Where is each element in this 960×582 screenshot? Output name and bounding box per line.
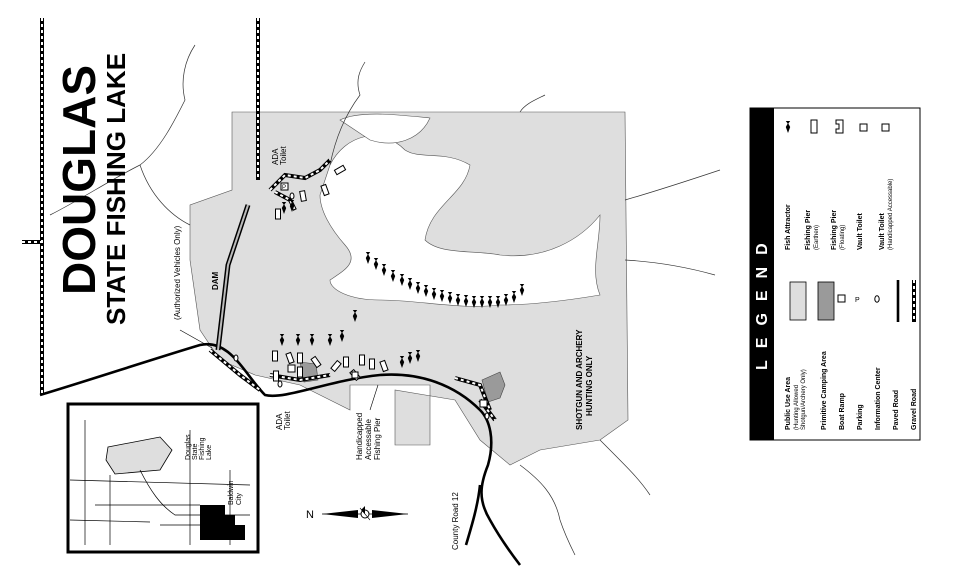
inset-map: Douglas State Fishing Lake Baldwin City (66, 402, 260, 554)
handicapped-pier-2: Accessable (364, 419, 373, 460)
facility-icons: P (233, 182, 490, 420)
handicapped-pier-1: Handicapped (355, 413, 364, 460)
north-label: N (306, 509, 314, 521)
ada-toilet-bottom-1: ADA (275, 413, 284, 430)
legend-public-use-note2: Shotgun/Archery Only) (801, 369, 807, 430)
legend-pier-floating: Fishing Pier (831, 210, 838, 250)
legend-paved-road: Paved Road (893, 390, 900, 430)
shotgun-label-1: SHOTGUN AND ARCHERY (575, 329, 584, 430)
lake-north-arm (339, 113, 431, 144)
ada-toilet-bottom-2: Toilet (283, 411, 292, 430)
compass-icon (322, 506, 408, 521)
legend-boat-ramp: Boat Ramp (839, 393, 846, 430)
inset-lake-4: Lake (206, 445, 213, 460)
county-road-label: County Road 12 (451, 492, 460, 550)
lake-water (319, 135, 601, 307)
map-subtitle: STATE FISHING LAKE (101, 53, 131, 325)
legend-gravel-road: Gravel Road (911, 389, 918, 430)
inset-lake-2: State (192, 444, 199, 460)
legend-pier-earthen: Fishing Pier (805, 210, 812, 250)
legend-title: LEGEND (754, 231, 771, 370)
creeks (49, 44, 721, 556)
legend-info-center: Information Center (875, 367, 882, 430)
pier-icon (810, 119, 818, 134)
legend-pier-earthen-note: (Earthen) (814, 225, 820, 250)
legend-public-use-note1: (Hunting Allowed (794, 385, 800, 430)
handicapped-pier-3: Fishing Pier (373, 417, 382, 460)
inset-lake-1: Douglas (185, 434, 192, 460)
legend-swatch-camping (817, 281, 835, 321)
parking-icon: P (855, 297, 860, 304)
authorized-vehicles-label: (Authorized Vehicles Only) (173, 225, 182, 320)
inset-city-2: City (236, 492, 243, 505)
legend-pier-floating-note: (Floating) (840, 225, 846, 250)
svg-text:P: P (282, 185, 286, 191)
legend-parking: Parking (857, 404, 864, 430)
boat-ramp-icon (837, 294, 846, 303)
inset-city-1: Baldwin (228, 480, 235, 505)
dam-label: DAM (211, 271, 220, 290)
legend-camping: Primitive Camping Area (821, 351, 828, 430)
ada-toilet-top-1: ADA (271, 148, 280, 165)
gravel-roads (22, 18, 497, 422)
map-title: DOUGLAS (53, 65, 105, 295)
legend-vault-toilet-ada: Vault Toilet (879, 213, 886, 250)
shotgun-label-2: HUNTING ONLY (585, 355, 594, 416)
ada-toilet-top-2: Toilet (279, 146, 288, 165)
legend-swatch-public (789, 281, 807, 321)
legend-public-use: Public Use Area (785, 377, 792, 430)
ada-toilet-icon (881, 123, 890, 132)
toilet-icon (859, 123, 868, 132)
inset-lake-3: Fishing (199, 437, 206, 460)
legend-fish-attractor: Fish Attractor (785, 204, 792, 250)
info-icon (874, 295, 880, 303)
legend: LEGEND Public Use Area (Hunting Allowed … (749, 107, 921, 441)
paved-road (39, 342, 522, 566)
floating-pier-icon (835, 119, 844, 134)
county-road-12 (464, 484, 482, 546)
legend-vault-toilet: Vault Toilet (857, 213, 864, 250)
legend-vault-toilet-ada-note: (Handicapped Accessable) (888, 179, 894, 250)
